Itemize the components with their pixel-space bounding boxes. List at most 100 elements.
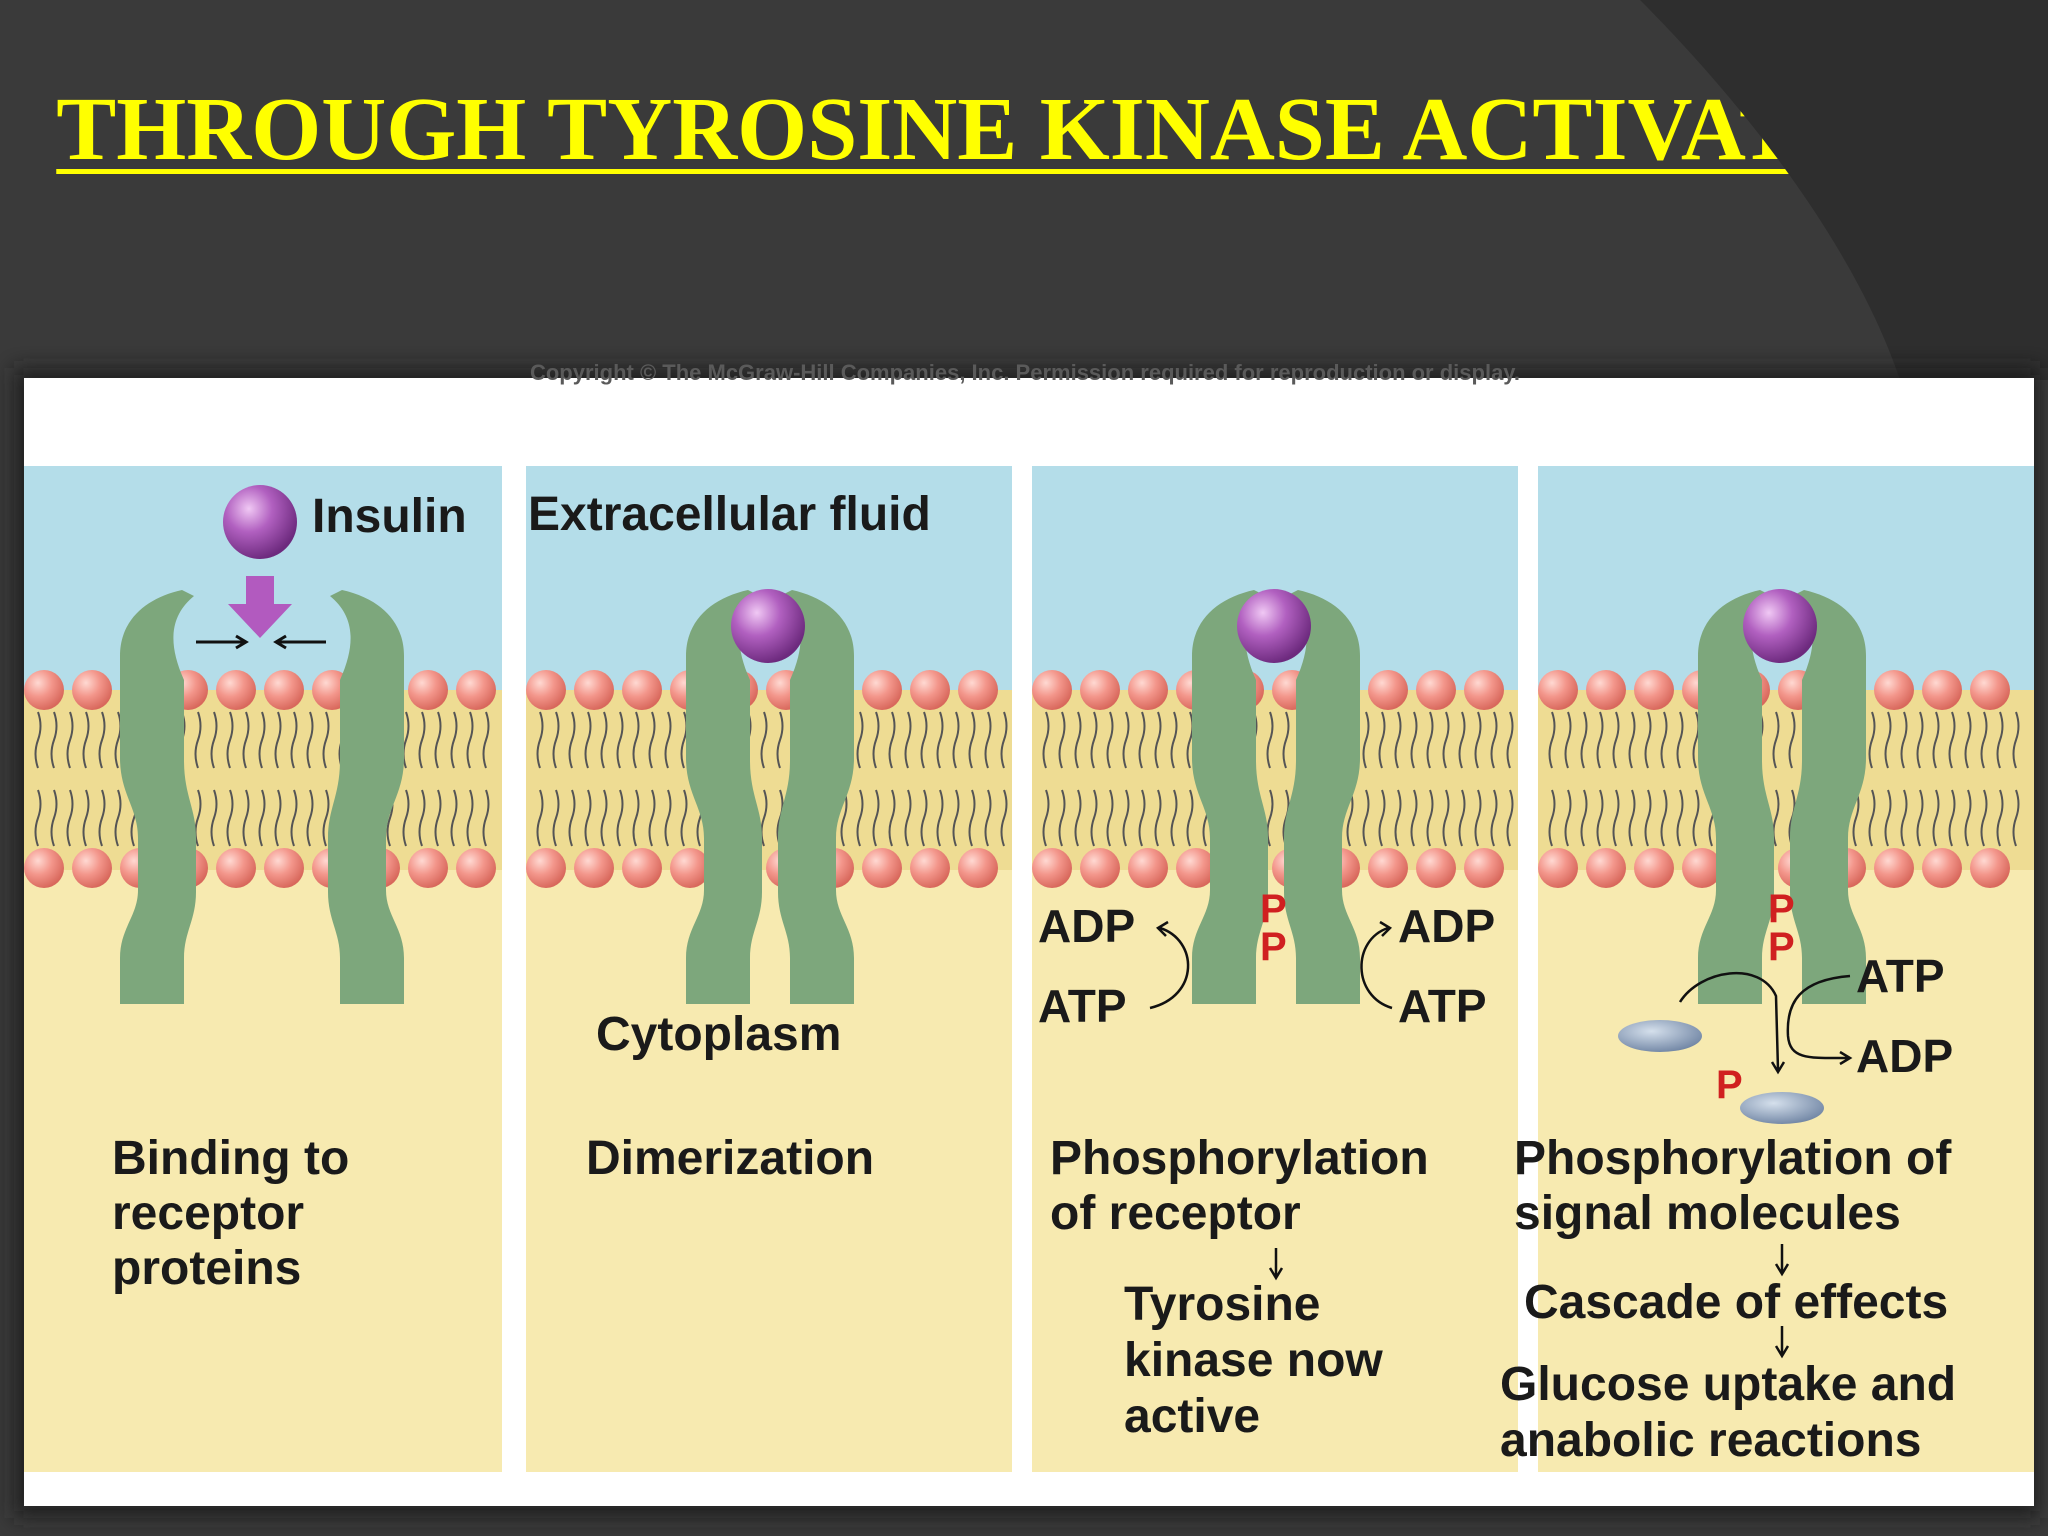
lipid-tail [290, 789, 298, 847]
lipid-tail [1932, 789, 1940, 847]
lipid-tail [2012, 711, 2020, 769]
lipid-tail [482, 711, 490, 769]
lipid-tail [1346, 789, 1354, 847]
lipid-tail [1362, 789, 1370, 847]
phosphate-mark: P [1768, 925, 1795, 969]
lipid-tail [1772, 711, 1780, 769]
lipid-tail [920, 789, 928, 847]
phospholipid-head [862, 848, 902, 888]
lipid-tail [1996, 711, 2004, 769]
lipid-tail [1676, 789, 1684, 847]
caption-line: Dimerization [586, 1132, 874, 1185]
phospholipid-head [526, 670, 566, 710]
lipid-tail [600, 711, 608, 769]
lipid-tail [290, 711, 298, 769]
phospholipid-head [1464, 670, 1504, 710]
lipid-tail [322, 789, 330, 847]
lipid-tail [1042, 711, 1050, 769]
lipid-tail [1000, 711, 1008, 769]
atp-to-adp-arrow-right [1360, 920, 1393, 1010]
lipid-tail [1138, 711, 1146, 769]
lipid-tail [1090, 789, 1098, 847]
lipid-tail [1042, 789, 1050, 847]
lipid-tail [1596, 711, 1604, 769]
lipid-tail [1660, 789, 1668, 847]
lipid-tail [50, 711, 58, 769]
phosphorylation-arrow [1678, 971, 1786, 1075]
lipid-tail [920, 711, 928, 769]
step-line: anabolic reactions [1500, 1414, 1921, 1467]
phospholipid-head [1032, 670, 1072, 710]
lipid-tail [402, 789, 410, 847]
lipid-tail [1394, 711, 1402, 769]
lipid-tail [1154, 711, 1162, 769]
lipid-tail [1628, 789, 1636, 847]
phospholipid-head [910, 670, 950, 710]
lipid-tail [1548, 789, 1556, 847]
lipid-tail [1692, 789, 1700, 847]
phospholipid-head [1080, 848, 1120, 888]
lipid-tail [984, 711, 992, 769]
lipid-tail [1564, 789, 1572, 847]
caption-line: proteins [112, 1242, 301, 1295]
lipid-tail [1458, 789, 1466, 847]
lipid-tail [1964, 711, 1972, 769]
lipid-tail [306, 789, 314, 847]
receptor-subunit-right-group [778, 590, 854, 1004]
lipid-tail [648, 711, 656, 769]
lipid-tail [1676, 711, 1684, 769]
lipid-tail [1122, 711, 1130, 769]
phosphate-mark: P [1260, 887, 1287, 931]
receptor-subunit-right-group [1284, 590, 1360, 1004]
lipid-tail [1426, 789, 1434, 847]
lipid-tail [1868, 789, 1876, 847]
lipid-tail [1868, 711, 1876, 769]
insulin-label: Insulin [312, 490, 467, 543]
atp-to-adp-arrow-left [1149, 920, 1190, 1010]
phospholipid-head [1922, 848, 1962, 888]
phospholipid-head [1538, 848, 1578, 888]
phospholipid-head [670, 848, 710, 888]
phospholipid-head [958, 848, 998, 888]
lipid-tail [1058, 789, 1066, 847]
lipid-tail [1788, 711, 1796, 769]
lipid-tail [888, 711, 896, 769]
lipid-tail [418, 789, 426, 847]
receptor-subunit-left [686, 590, 762, 1004]
lipid-tail [888, 789, 896, 847]
phospholipid-head [1368, 670, 1408, 710]
lipid-tail [98, 789, 106, 847]
lipid-tail [536, 711, 544, 769]
lipid-tail [680, 789, 688, 847]
lipid-tail [1106, 711, 1114, 769]
lipid-tail [1506, 789, 1514, 847]
lipid-tail [568, 711, 576, 769]
lipid-tail [632, 789, 640, 847]
phospholipid-head [216, 848, 256, 888]
phosphate-mark: P [1768, 887, 1795, 931]
adp-label: ADP [1856, 1030, 1953, 1082]
step-line: Glucose uptake and [1500, 1358, 1956, 1411]
lipid-tail [1074, 711, 1082, 769]
cytoplasm-label: Cytoplasm [596, 1008, 841, 1061]
phospholipid-head [1368, 848, 1408, 888]
insulin-molecule [1743, 589, 1817, 663]
phospholipid-head [1970, 670, 2010, 710]
insulin-molecule [223, 485, 297, 559]
lipid-tail [1490, 711, 1498, 769]
lipid-tail [258, 789, 266, 847]
phospholipid-head [408, 848, 448, 888]
lipid-tail [600, 789, 608, 847]
phospholipid-head [862, 670, 902, 710]
phospholipid-head [1464, 848, 1504, 888]
lipid-tail [242, 711, 250, 769]
receptor-subunit-left [1192, 590, 1268, 1004]
phospholipid-head [910, 848, 950, 888]
lipid-tail [776, 711, 784, 769]
phospholipid-head [72, 670, 112, 710]
lipid-tail [952, 711, 960, 769]
lipid-tail [2012, 789, 2020, 847]
